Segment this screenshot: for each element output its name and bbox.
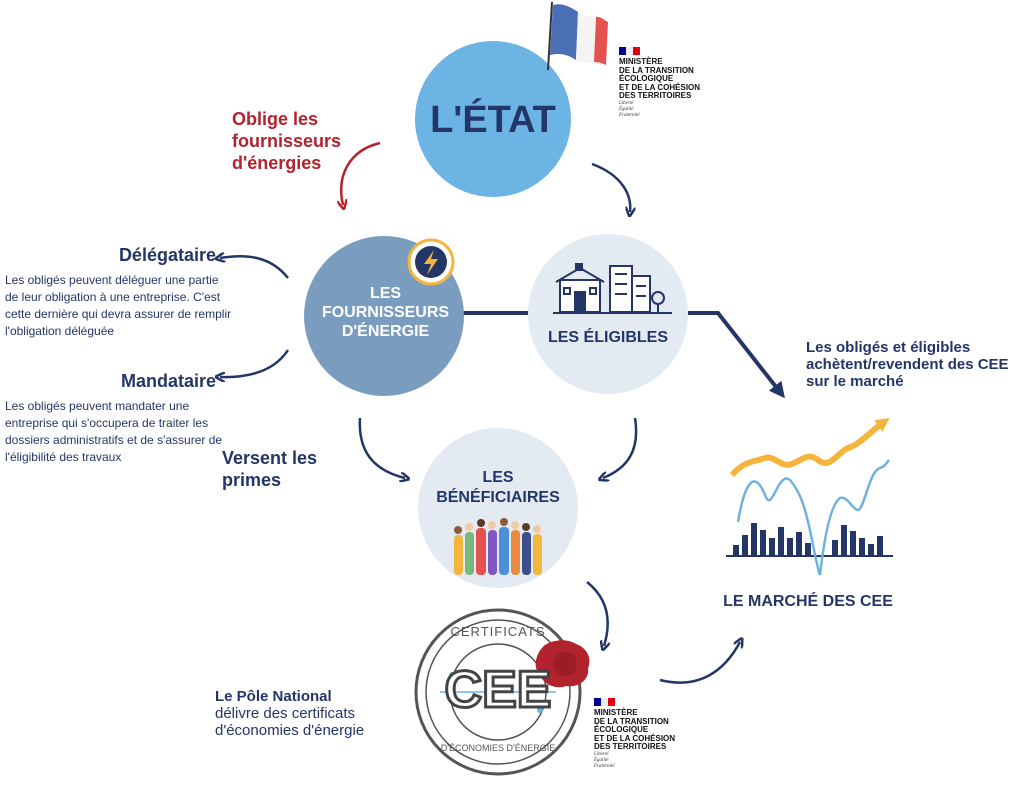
- oblige-arrow: [341, 141, 381, 205]
- cee-marche-arrow: [659, 642, 740, 684]
- ministry-line4: ET DE LA COHÉSION: [594, 733, 676, 743]
- pole-text: délivre des certificats d'économies d'én…: [215, 705, 365, 739]
- eligibles-beneficiaires-arrow: [603, 417, 638, 478]
- versent-arrow: [358, 417, 405, 478]
- buildings-icon: [553, 263, 672, 314]
- mandataire-title: Mandataire: [120, 371, 216, 391]
- oblige-annotation: Oblige les fournisseurs d'énergies: [232, 109, 342, 173]
- eligibles-market-arrow: [688, 311, 785, 399]
- mandataire-arrow: [220, 349, 290, 377]
- ministry-line5: DES TERRITOIRES: [619, 91, 692, 100]
- marche-label: LE MARCHÉ DES CEE: [723, 593, 893, 610]
- etat-circle: [415, 41, 571, 197]
- marianne-logo-bottom: [594, 698, 615, 706]
- people-icon: [454, 518, 542, 575]
- delegataire-title: Délégataire: [118, 245, 216, 265]
- etat-eligibles-arrow: [591, 162, 630, 212]
- ministry-block-top: MINISTÈRE DE LA TRANSITION ÉCOLOGIQUE ET…: [619, 57, 719, 119]
- devise-egalite: Égalité: [619, 106, 634, 112]
- devise-liberte: Liberté: [619, 100, 634, 106]
- seal-top-arc: CERTIFICATS: [450, 624, 546, 639]
- seal-bottom-arc: D'ÉCONOMIES D'ÉNERGIE: [440, 743, 556, 753]
- eligibles-label: LES ÉLIGIBLES: [547, 329, 668, 346]
- marianne-logo-top: [619, 47, 640, 55]
- ministry-block-bottom: MINISTÈRE DE LA TRANSITION ÉCOLOGIQUE ET…: [594, 708, 694, 770]
- etat-label: L'ÉTAT: [430, 99, 556, 141]
- fournisseurs-label: LES FOURNISSEURS D'ÉNERGIE: [321, 285, 450, 340]
- beneficiaires-cee-arrow: [586, 581, 608, 646]
- pole-title: Le Pôle National: [215, 688, 332, 705]
- cee-seal-icon: [414, 608, 590, 776]
- ministry-line1: MINISTÈRE: [619, 57, 663, 66]
- delegataire-arrow: [220, 256, 289, 279]
- ministry-line2: DE LA TRANSITION: [594, 716, 669, 726]
- seal-center-text: CEE: [443, 661, 553, 720]
- devise-fraternite: Fraternité: [619, 112, 640, 118]
- energy-icon: [407, 238, 455, 286]
- ministry-line3: ÉCOLOGIQUE: [594, 725, 649, 734]
- ministry-line5: DES TERRITOIRES: [594, 742, 667, 751]
- market-chart-icon: [726, 417, 893, 576]
- marche-annotation: Les obligés et éligibles achètent/revend…: [806, 339, 1009, 390]
- beneficiaires-circle: [418, 428, 578, 588]
- devise-fraternite: Fraternité: [594, 763, 615, 769]
- ministry-line4: ET DE LA COHÉSION: [619, 82, 701, 92]
- versent-annotation: Versent les primes: [222, 448, 318, 490]
- mandataire-text: Les obligés peuvent mandater une entrepr…: [5, 399, 223, 464]
- devise-egalite: Égalité: [594, 757, 609, 763]
- flag-icon: [547, 1, 608, 71]
- beneficiaires-label: LES BÉNÉFICIAIRES: [436, 469, 560, 506]
- delegataire-text: Les obligés peuvent déléguer une partie …: [5, 273, 232, 338]
- ministry-line3: ÉCOLOGIQUE: [619, 74, 674, 83]
- ministry-line1: MINISTÈRE: [594, 708, 638, 717]
- ministry-line2: DE LA TRANSITION: [619, 65, 694, 75]
- devise-liberte: Liberté: [594, 751, 609, 757]
